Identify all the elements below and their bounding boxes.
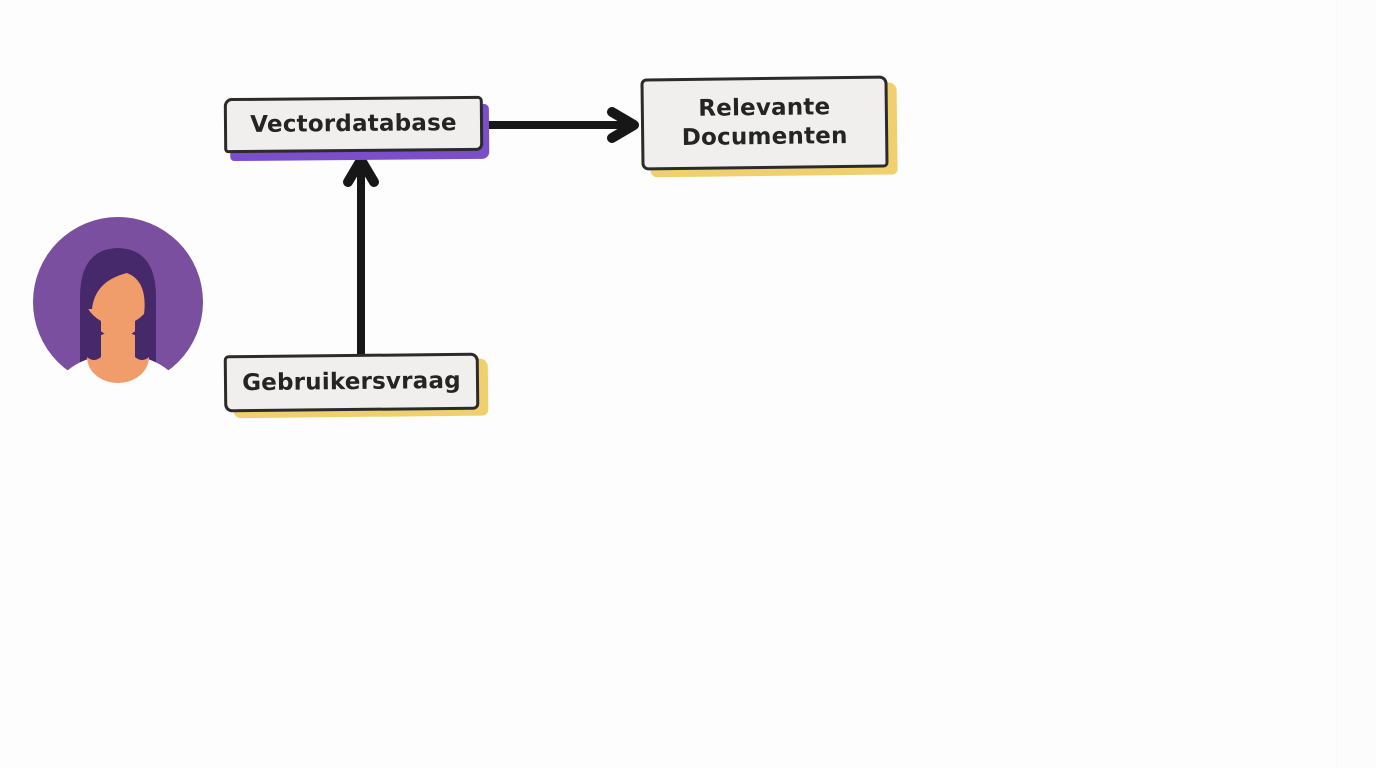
node-vectordatabase: Vectordatabase (223, 95, 484, 154)
node-relevante-documenten-label: Relevante Documenten (681, 94, 848, 152)
node-vectordatabase-label: Vectordatabase (250, 110, 457, 139)
node-relevante-documenten: Relevante Documenten (640, 75, 889, 171)
node-gebruikersvraag-label: Gebruikersvraag (242, 367, 461, 397)
arrow-gebruikersvraag-to-vectordatabase (343, 155, 379, 358)
node-gebruikersvraag: Gebruikersvraag (223, 352, 480, 413)
canvas-edge-strip (1336, 0, 1376, 768)
user-avatar-icon (33, 217, 203, 446)
user-avatar-svg (33, 217, 203, 446)
arrow-vectordatabase-to-relevante-documenten (485, 107, 639, 143)
